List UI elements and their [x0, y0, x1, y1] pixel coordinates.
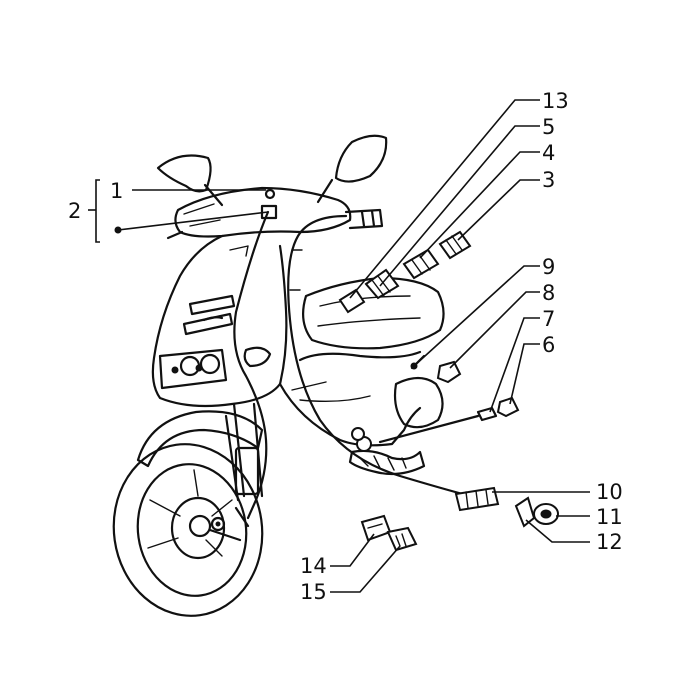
- callout-13: 13: [542, 89, 569, 113]
- callout-8: 8: [542, 281, 555, 305]
- front-lights: [158, 348, 228, 390]
- callout-1: 1: [110, 179, 123, 203]
- part-4-sleeve: [402, 248, 440, 280]
- part-7-cable-end: [476, 406, 498, 422]
- engine-unit: [393, 376, 444, 429]
- part-6-wing-nut: [496, 396, 520, 418]
- callout-5: 5: [542, 115, 555, 139]
- callout-10: 10: [596, 480, 623, 504]
- callout-9: 9: [542, 255, 555, 279]
- part-13-cap: [338, 288, 366, 314]
- callout-14: 14: [300, 554, 327, 578]
- part-3-adjuster: [438, 230, 472, 260]
- callout-3: 3: [542, 168, 555, 192]
- front-wheel: [112, 443, 264, 617]
- left-mirror: [156, 154, 212, 193]
- part-14-clip: [360, 514, 392, 542]
- shield-vent-2: [182, 312, 234, 336]
- right-mirror: [334, 134, 388, 183]
- callout-4: 4: [542, 141, 555, 165]
- handlebar: [174, 186, 352, 238]
- callout-numbers: 13 5 4 3 1 2 9 8 7 6 10 11 12 14 15: [68, 89, 623, 604]
- part-12-elbow: [514, 496, 536, 528]
- front-shield: [151, 234, 288, 408]
- callout-6: 6: [542, 333, 555, 357]
- callout-15: 15: [300, 580, 327, 604]
- callout-11: 11: [596, 505, 623, 529]
- front-fender: [136, 410, 264, 468]
- callout-12: 12: [596, 530, 623, 554]
- part-8-nut: [436, 360, 462, 384]
- loose-parts: [260, 188, 559, 552]
- scooter-illustration: [112, 134, 472, 617]
- leader-lines: [88, 99, 590, 593]
- front-brake-cable: [233, 210, 270, 520]
- part-15-screw: [386, 526, 418, 552]
- callout-2: 2: [68, 199, 81, 223]
- rear-brake-cable: [287, 214, 472, 498]
- shield-vent-1: [188, 294, 236, 316]
- callout-7: 7: [542, 307, 555, 331]
